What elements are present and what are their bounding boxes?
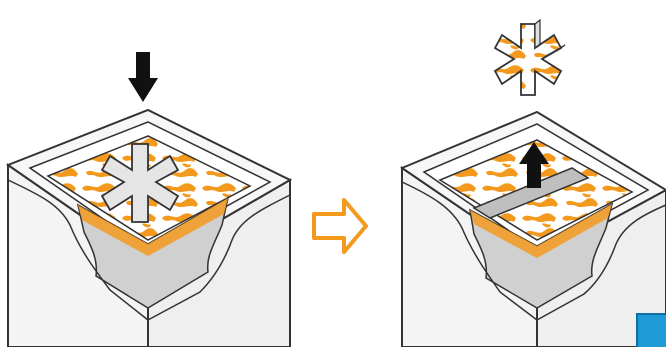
down-arrow-icon (128, 52, 158, 102)
asterisk-casting-icon (495, 20, 565, 95)
right-mould-box (402, 20, 666, 347)
right-outline-arrow-icon (314, 200, 366, 252)
left-mould-box (8, 52, 290, 347)
corner-badge[interactable] (636, 313, 666, 347)
